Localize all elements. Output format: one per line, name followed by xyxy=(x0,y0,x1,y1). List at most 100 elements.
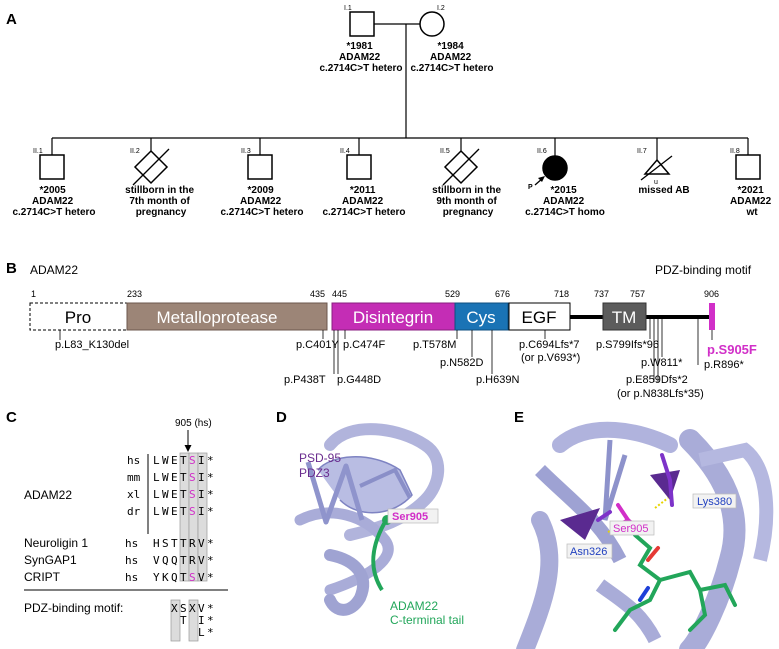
pedigree-id: II.4 xyxy=(340,148,350,155)
motif-col-shade xyxy=(188,599,199,642)
residue-letter: T xyxy=(180,488,187,501)
position-label: 445 xyxy=(332,289,347,299)
position-label: 529 xyxy=(445,289,460,299)
variant-label: p.G448D xyxy=(337,374,381,386)
protein-label: Neuroligin 1 xyxy=(24,536,88,550)
motif-col-shade xyxy=(170,599,181,642)
variant-label: p.C694Lfs*7 xyxy=(519,339,580,351)
residue-letter: Q xyxy=(171,571,178,584)
residue-letter: * xyxy=(207,505,214,518)
residue-label-box xyxy=(609,520,655,536)
motif-letter: * xyxy=(207,614,214,627)
position-label: 1 xyxy=(31,289,36,299)
panel-label-c: C xyxy=(6,409,17,426)
child-info-II8: *2021 ADAM22 wt xyxy=(730,185,774,218)
domain-metalloprotease xyxy=(126,302,328,331)
species-label: hs xyxy=(125,554,138,567)
adam22-group-label: ADAM22 xyxy=(24,488,72,502)
residue-letter: L xyxy=(153,505,160,518)
residue-letter: S xyxy=(162,537,169,550)
residue-letter: L xyxy=(153,454,160,467)
motif-letter: V xyxy=(198,602,205,615)
species-label: mm xyxy=(127,471,141,484)
variant-label: p.C474F xyxy=(343,339,385,351)
position-label: 435 xyxy=(310,289,325,299)
residue-letter: * xyxy=(207,471,214,484)
residue-letter: V xyxy=(153,554,160,567)
motif-letter: * xyxy=(207,602,214,615)
residue-letter: W xyxy=(162,488,169,501)
domain-disintegrin xyxy=(331,302,456,331)
residue-label-box xyxy=(692,493,737,509)
pdz3-title: PSD-95 PDZ3 xyxy=(299,451,344,480)
residue-letter: R xyxy=(189,537,196,550)
child-info-II1: *2005 ADAM22 c.2714C>T hetero xyxy=(12,185,95,218)
residue-letter: I xyxy=(198,454,205,467)
position-label: 676 xyxy=(495,289,510,299)
residue-letter: S xyxy=(189,505,196,518)
residue-letter: T xyxy=(171,537,178,550)
residue-letter: W xyxy=(162,471,169,484)
residue-letter: T xyxy=(180,554,187,567)
position-label: 233 xyxy=(127,289,142,299)
proband-label: P xyxy=(528,184,533,191)
motif-letter: T xyxy=(180,614,187,627)
variant-label: p.P438T xyxy=(284,374,326,386)
residue-letter: * xyxy=(207,554,214,567)
pedigree-id: II.2 xyxy=(130,148,140,155)
residue-letter: I xyxy=(198,471,205,484)
residue-letter: I xyxy=(198,505,205,518)
hbond-lines xyxy=(607,497,669,533)
species-label: dr xyxy=(127,505,141,518)
residue-letter: V xyxy=(198,571,205,584)
species-label: xl xyxy=(127,488,140,501)
child-info-II7: missed AB xyxy=(638,185,689,196)
residue-letter: R xyxy=(189,554,196,567)
residue-letter: V xyxy=(198,554,205,567)
position-label: 737 xyxy=(594,289,609,299)
child-info-II3: *2009 ADAM22 c.2714C>T hetero xyxy=(220,185,303,218)
protein-label: CRIPT xyxy=(24,570,61,584)
domain-name: TM xyxy=(612,308,637,327)
domain-name: Metalloprotease xyxy=(157,308,278,327)
variant-label: p.L83_K130del xyxy=(55,339,129,351)
pedigree-stillborn-II5 xyxy=(442,148,480,186)
variant-label-highlight: p.S905F xyxy=(707,342,757,357)
residue-letter: H xyxy=(153,537,160,550)
species-label: hs xyxy=(125,537,138,550)
parent-info-I1: *1981 ADAM22 c.2714C>T hetero xyxy=(319,41,402,74)
position-label: 718 xyxy=(554,289,569,299)
pedigree-id: II.1 xyxy=(33,148,43,155)
pedigree-affected-female-II6 xyxy=(542,155,568,181)
panel-label-a: A xyxy=(6,11,17,28)
pedigree-id: II.8 xyxy=(730,148,740,155)
domain-name: EGF xyxy=(522,308,557,327)
residue-label-box xyxy=(387,508,439,524)
position-label: 906 xyxy=(704,289,719,299)
variant-label: p.T578M xyxy=(413,339,456,351)
parent-info-I2: *1984 ADAM22 c.2714C>T hetero xyxy=(410,41,493,74)
residue-letter: E xyxy=(171,505,178,518)
pedigree-id: II.7 xyxy=(637,148,647,155)
domain-egf xyxy=(508,302,571,331)
position-marker-label: 905 (hs) xyxy=(175,418,212,429)
child-info-II2: stillborn in the 7th month of pregnancy xyxy=(125,185,197,218)
residue-letter: T xyxy=(180,537,187,550)
position-label: 757 xyxy=(630,289,645,299)
pedigree-id: I.2 xyxy=(437,5,445,12)
residue-letter: T xyxy=(180,471,187,484)
residue-label-ser905: Ser905 xyxy=(613,523,648,535)
residue-label: Ser905 xyxy=(392,511,428,523)
domain-name: Disintegrin xyxy=(353,308,433,327)
domain-name: Cys xyxy=(466,308,495,327)
pdz-binding-motif-bar xyxy=(709,303,715,330)
panel-label-e: E xyxy=(514,409,524,426)
variant-ticks xyxy=(59,317,713,382)
domain-name: Pro xyxy=(65,308,91,327)
residue-label-lys380: Lys380 xyxy=(697,496,732,508)
residue-letter: * xyxy=(207,454,214,467)
variant-label: p.R896* xyxy=(704,359,744,371)
residue-letter: L xyxy=(153,488,160,501)
motif-letter: I xyxy=(198,614,205,627)
